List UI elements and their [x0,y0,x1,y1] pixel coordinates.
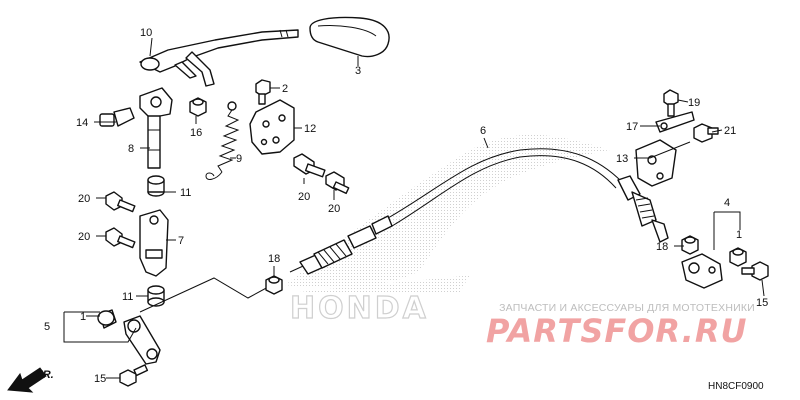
bolt-19 [663,89,679,117]
washer-plate-17 [655,111,695,133]
callout-1-right: 1 [736,229,742,241]
callout-18-left: 18 [268,253,280,265]
bolt-15-left [119,364,149,387]
collar-11-upper [147,175,165,197]
callout-2: 2 [282,83,288,95]
callout-4: 4 [724,197,730,209]
arm-5 [97,309,161,365]
bolt-20-a [293,153,326,178]
bolt-14 [99,107,135,127]
watermark-brand: PARTSFOR.RU [486,312,748,350]
callout-labels: 10 3 2 14 16 12 9 8 11 20 20 7 20 20 18 … [44,27,768,385]
shift-rod [139,277,271,313]
callout-18-right: 18 [656,241,668,253]
callout-20-a: 20 [298,191,310,203]
shift-grip [309,16,390,58]
bolt-20-left-a [105,191,136,213]
callout-11-lower: 11 [122,291,133,303]
callout-13: 13 [616,153,628,165]
nut-18 [265,275,283,295]
callout-5: 5 [44,321,50,333]
shift-shaft [139,87,173,169]
collar-11-lower [147,285,165,307]
callout-19: 19 [688,97,700,109]
callout-20-left-b: 20 [78,231,90,243]
honda-wing-watermark [285,134,610,292]
callout-7: 7 [178,235,184,247]
callout-8: 8 [128,143,134,155]
bolt-15-right [741,261,769,281]
callout-6: 6 [480,125,486,137]
callout-3: 3 [355,65,361,77]
shift-cable [289,148,669,275]
callout-20-b: 20 [328,203,340,215]
bolt-20-b [325,171,350,195]
cable-bracket-13 [635,139,677,187]
callout-21: 21 [724,125,736,137]
callout-11-upper: 11 [180,187,191,199]
svg-text:HONDA: HONDA [290,291,429,326]
joint-assembly-4 [681,247,747,289]
callout-15-left: 15 [94,373,106,385]
callout-9: 9 [236,153,242,165]
callout-15-right: 15 [756,297,768,309]
leader-lines [63,37,765,379]
callout-16: 16 [190,127,202,139]
nut-18-right [681,235,699,255]
bolt-2 [255,79,271,105]
return-spring [205,101,240,180]
callout-20-left-a: 20 [78,193,90,205]
front-direction-arrow [7,367,47,393]
callout-17: 17 [626,121,638,133]
shift-lever [139,29,299,87]
front-direction-label: FR. [36,369,54,381]
nut-16 [189,97,207,117]
callout-12: 12 [304,123,316,135]
honda-text-watermark: HONDA [289,290,429,326]
callout-14: 14 [76,117,88,129]
bolt-20-left-b [105,227,136,249]
watermark-tagline: ЗАПЧАСТИ И АКСЕССУАРЫ ДЛЯ МОТОТЕХНИКИ [499,302,755,314]
bracket-plate [249,99,295,155]
bolt-21 [693,123,719,143]
diagram-code: HN8CF0900 [708,381,764,392]
callout-1-left: 1 [80,311,86,323]
joint-7 [139,209,169,277]
callout-10: 10 [140,27,152,39]
